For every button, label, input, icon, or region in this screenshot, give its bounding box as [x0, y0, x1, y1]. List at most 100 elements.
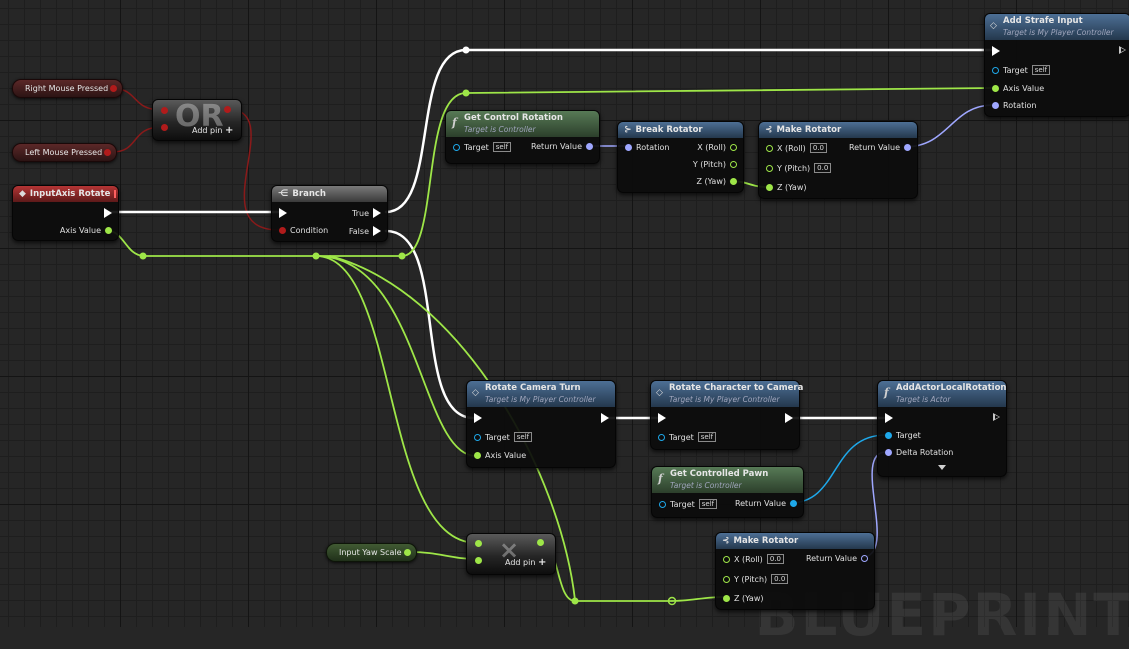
wire-pawn-target[interactable]	[789, 434, 887, 504]
rotation-in-pin[interactable]: Rotation	[625, 143, 669, 152]
return-value-pin[interactable]: Return Value	[531, 142, 593, 151]
or-node[interactable]: OR Add pin +	[152, 99, 242, 141]
exec-out-pin[interactable]	[104, 208, 112, 218]
multiply-node[interactable]: × Add pin +	[466, 533, 556, 575]
add-actor-local-rotation-node[interactable]: f AddActorLocalRotation Target is Actor …	[877, 380, 1007, 477]
left-mouse-pressed-var[interactable]: Left Mouse Pressed	[12, 143, 118, 162]
y-pitch-in-pin[interactable]: Y (Pitch) 0.0	[766, 163, 832, 173]
or-node-title: OR	[175, 99, 224, 134]
exec-in-pin[interactable]	[279, 208, 287, 218]
return-value-pin[interactable]: Return Value	[849, 143, 911, 152]
self-field[interactable]: self	[698, 499, 718, 509]
multiply-input-a-pin[interactable]	[475, 540, 482, 547]
y-pitch-in-pin[interactable]: Y (Pitch) 0.0	[723, 574, 789, 584]
reroute-knot[interactable]	[462, 89, 470, 97]
break-rotator-node[interactable]: ⊱ Break Rotator Rotation X (Roll) Y (Pit…	[617, 121, 744, 193]
right-mouse-pressed-var[interactable]: Right Mouse Pressed	[12, 79, 124, 98]
target-pin[interactable]: Target self	[453, 142, 512, 152]
pin-label: Return Value	[530, 142, 582, 151]
wire-axis-multiply-a[interactable]	[315, 255, 478, 544]
pin-label: Condition	[290, 226, 329, 235]
get-control-rotation-node[interactable]: f Get Control Rotation Target is Control…	[445, 110, 600, 164]
rotate-character-to-camera-node[interactable]: ◇ Rotate Character to Camera Target is M…	[650, 380, 803, 450]
float-pin[interactable]	[403, 549, 411, 556]
node-title: Add Strafe Input	[1003, 16, 1083, 26]
wire-axis-camera[interactable]	[315, 255, 477, 457]
reroute-knot[interactable]	[571, 597, 579, 605]
exec-out-pin[interactable]	[993, 413, 1000, 422]
z-yaw-out-pin[interactable]: Z (Yaw)	[697, 177, 737, 186]
or-add-pin-button[interactable]: Add pin +	[192, 125, 233, 136]
node-header: ◆ InputAxis Rotate	[13, 186, 118, 202]
exec-out-pin[interactable]	[785, 413, 793, 423]
bool-pin[interactable]	[110, 85, 118, 92]
wire-exec-false-camera[interactable]	[384, 229, 476, 420]
self-field[interactable]: self	[697, 432, 717, 442]
exec-in-pin[interactable]	[474, 413, 482, 423]
exec-in-pin[interactable]	[658, 413, 666, 423]
reroute-knot[interactable]	[462, 46, 470, 54]
z-yaw-in-pin[interactable]: Z (Yaw)	[766, 183, 807, 192]
y-pitch-out-pin[interactable]: Y (Pitch)	[693, 160, 737, 169]
x-roll-value-field[interactable]: 0.0	[766, 554, 784, 564]
bool-pin[interactable]	[104, 149, 112, 156]
input-axis-rotate-node[interactable]: ◆ InputAxis Rotate Axis Value	[12, 185, 119, 241]
multiply-output-pin[interactable]	[537, 539, 544, 546]
self-field[interactable]: self	[513, 432, 533, 442]
or-input-a-pin[interactable]	[161, 107, 168, 114]
target-pin[interactable]: Target self	[992, 65, 1051, 75]
x-roll-value-field[interactable]: 0.0	[809, 143, 827, 153]
pin-label: True	[352, 208, 369, 218]
axis-value-pin[interactable]: Axis Value	[474, 451, 526, 460]
or-output-pin[interactable]	[224, 106, 231, 113]
x-roll-in-pin[interactable]: X (Roll) 0.0	[766, 143, 827, 153]
exec-out-pin[interactable]	[1119, 46, 1126, 55]
z-yaw-in-pin[interactable]: Z (Yaw)	[723, 594, 764, 603]
x-roll-out-pin[interactable]: X (Roll)	[697, 143, 737, 152]
or-input-b-pin[interactable]	[161, 124, 168, 131]
self-field[interactable]: self	[1031, 65, 1051, 75]
make-rotator-node-bottom[interactable]: ⊰ Make Rotator X (Roll) 0.0 Y (Pitch) 0.…	[715, 532, 875, 610]
expand-chevron-down-icon[interactable]	[938, 465, 946, 470]
exec-in-pin[interactable]	[885, 413, 893, 423]
x-roll-in-pin[interactable]: X (Roll) 0.0	[723, 554, 784, 564]
wire-or-branch-condition[interactable]	[226, 108, 280, 231]
float-pin-icon	[730, 161, 737, 168]
add-strafe-input-node[interactable]: ◇ Add Strafe Input Target is My Player C…	[984, 13, 1129, 117]
axis-value-pin[interactable]: Axis Value	[60, 226, 112, 235]
reroute-knot[interactable]	[398, 252, 406, 260]
condition-pin[interactable]: Condition	[279, 226, 328, 235]
reroute-knot[interactable]	[667, 596, 677, 606]
y-pitch-value-field[interactable]: 0.0	[814, 163, 832, 173]
exec-in-pin[interactable]	[992, 46, 1000, 56]
false-exec-pin[interactable]: False	[349, 226, 381, 236]
branch-node[interactable]: ⋲ Branch Condition True False	[271, 185, 388, 242]
wire-axis-strafe[interactable]	[401, 87, 995, 257]
rotation-pin[interactable]: Rotation	[992, 101, 1036, 110]
make-rotator-node-top[interactable]: ⊰ Make Rotator X (Roll) 0.0 Y (Pitch) 0.…	[758, 121, 918, 199]
delta-rotation-pin[interactable]: Delta Rotation	[885, 448, 953, 457]
wire-multiply-makerot-z[interactable]	[539, 542, 673, 602]
exec-out-pin[interactable]	[601, 413, 609, 423]
input-yaw-scale-var[interactable]: Input Yaw Scale	[326, 543, 417, 562]
target-pin[interactable]: Target self	[659, 499, 718, 509]
reroute-knot[interactable]	[139, 252, 147, 260]
reroute-knot[interactable]	[312, 252, 320, 260]
exec-arrow-icon	[279, 208, 287, 218]
exec-arrow-icon	[658, 413, 666, 423]
get-controlled-pawn-node[interactable]: f Get Controlled Pawn Target is Controll…	[651, 466, 804, 518]
axis-value-pin[interactable]: Axis Value	[992, 84, 1044, 93]
self-field[interactable]: self	[492, 142, 512, 152]
multiply-add-pin-button[interactable]: Add pin +	[505, 557, 546, 568]
pin-label: Target	[464, 142, 489, 152]
target-pin[interactable]: Target self	[474, 432, 533, 442]
y-pitch-value-field[interactable]: 0.0	[771, 574, 789, 584]
target-pin[interactable]: Target	[885, 431, 921, 440]
true-exec-pin[interactable]: True	[352, 208, 381, 218]
target-pin[interactable]: Target self	[658, 432, 717, 442]
rotate-camera-turn-node[interactable]: ◇ Rotate Camera Turn Target is My Player…	[466, 380, 616, 468]
return-value-pin[interactable]: Return Value	[735, 499, 797, 508]
return-value-pin[interactable]: Return Value	[806, 554, 868, 563]
wire-exec-true-strafe[interactable]	[384, 48, 996, 214]
multiply-input-b-pin[interactable]	[475, 557, 482, 564]
